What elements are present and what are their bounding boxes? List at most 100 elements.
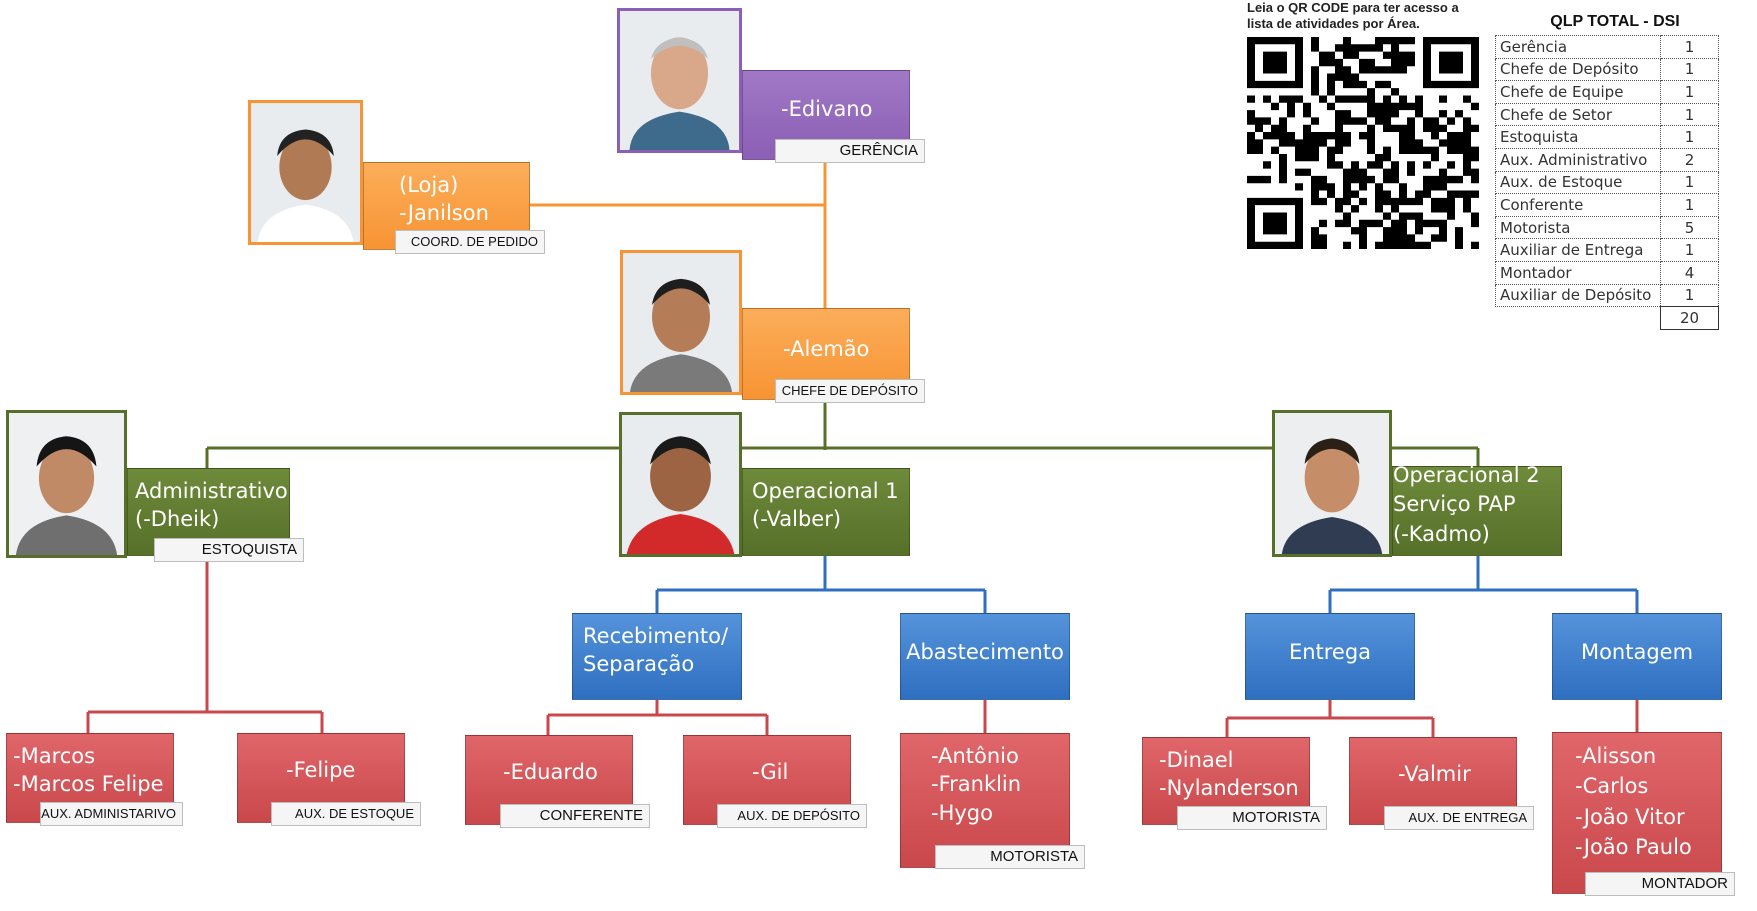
label-chefe-deposito: CHEFE DE DEPÓSITO [775,379,925,403]
photo-edivano [617,8,742,153]
qlp-count: 1 [1660,125,1719,149]
qlp-count: 1 [1660,170,1719,195]
node-operacional-2-title: Operacional 2 [1393,463,1540,487]
sector-montagem[interactable]: Montagem [1552,613,1722,700]
label-coord-pedido: COORD. DE PEDIDO [395,230,545,254]
qlp-role: Conferente [1495,193,1661,217]
staff-antonio-line-3: -Hygo [931,800,993,825]
staff-dinael-line-1: -Dinael [1159,748,1234,772]
qr-note-line-2: lista de atividades por Área. [1247,16,1420,31]
staff-marcos-line-2: -Marcos Felipe [13,772,164,797]
node-alemao-name: -Alemão [783,337,870,361]
photo-dheik [6,410,127,558]
staff-valmir[interactable]: -Valmir [1349,737,1517,825]
label-aux-entrega: AUX. DE ENTREGA [1384,806,1534,830]
label-gerencia: GERÊNCIA [775,139,925,163]
label-motorista-2: MOTORISTA [1177,806,1327,830]
photo-kadmo [1272,410,1392,557]
qlp-count: 5 [1660,215,1719,240]
sector-abastecimento-label: Abastecimento [906,640,1064,664]
qlp-role: Chefe de Equipe [1495,80,1661,104]
label-aux-administrativo: AUX. ADMINISTARIVO [40,802,183,826]
qlp-count: 1 [1660,238,1719,262]
label-aux-estoque: AUX. DE ESTOQUE [271,802,421,826]
staff-alisson[interactable]: -Alisson -Carlos -João Vitor -João Paulo [1552,732,1722,894]
qlp-role: Aux. Administrativo [1495,147,1661,172]
qlp-role: Estoquista [1495,125,1661,149]
sector-recebimento-line-2: Separação [583,652,695,677]
qlp-role: Chefe de Setor [1495,102,1661,127]
staff-antonio-line-2: -Franklin [931,772,1022,797]
node-janilson-name: -Janilson [399,201,489,226]
person-icon [251,103,360,242]
node-janilson-line-1: (Loja) [399,173,459,197]
node-operacional-1-name: (-Valber) [752,507,842,532]
qlp-role: Chefe de Depósito [1495,57,1661,82]
person-icon [1275,413,1389,554]
sector-recebimento-line-1: Recebimento/ [583,624,729,648]
sector-montagem-label: Montagem [1580,640,1694,664]
qlp-count: 1 [1660,57,1719,82]
qlp-count: 1 [1660,193,1719,217]
person-icon [9,413,124,555]
qlp-role: Gerência [1495,35,1661,59]
sector-entrega[interactable]: Entrega [1245,613,1415,700]
staff-dinael-line-2: -Nylanderson [1159,776,1299,801]
staff-alisson-line-3: -João Vitor [1575,804,1685,829]
photo-janilson [248,100,363,245]
staff-eduardo-name: -Eduardo [503,760,598,784]
label-aux-deposito: AUX. DE DEPÓSITO [717,804,867,828]
person-icon [620,11,739,150]
qlp-count: 1 [1660,80,1719,104]
staff-alisson-line-2: -Carlos [1575,774,1649,799]
qlp-total-spacer [1496,307,1661,330]
staff-alisson-line-4: -João Paulo [1575,835,1692,860]
node-edivano-name: -Edivano [781,97,873,121]
staff-marcos-line-1: -Marcos [13,744,96,768]
qlp-title: QLP TOTAL - DSI [1550,13,1680,30]
sector-recebimento-separacao[interactable]: Recebimento/ Separação [572,613,742,700]
sector-abastecimento[interactable]: Abastecimento [900,613,1070,700]
staff-valmir-name: -Valmir [1398,762,1471,786]
node-operacional-2-name: (-Kadmo) [1393,521,1490,546]
qlp-total-row: 20 [1496,306,1719,330]
sector-entrega-label: Entrega [1288,640,1372,664]
qlp-count: 4 [1660,260,1719,285]
photo-alemao [620,250,742,395]
qlp-total: 20 [1660,306,1719,330]
qlp-role: Auxiliar de Depósito [1495,283,1661,308]
qr-code-icon[interactable] [1247,37,1479,249]
qlp-count: 1 [1660,35,1719,59]
staff-alisson-line-1: -Alisson [1575,744,1657,768]
qlp-role: Auxiliar de Entrega [1495,238,1661,262]
label-estoquista: ESTOQUISTA [154,538,304,562]
node-administrativo-title: Administrativo [135,479,288,503]
label-motorista-1: MOTORISTA [935,845,1085,869]
staff-antonio-line-1: -Antônio [931,744,1019,768]
person-icon [622,415,739,554]
photo-valber [619,412,742,557]
qr-note-line-1: Leia o QR CODE para ter acesso a [1247,0,1459,15]
staff-felipe-name: -Felipe [286,758,356,782]
node-operacional-1[interactable]: Operacional 1 (-Valber) [742,468,910,556]
qlp-count: 1 [1660,102,1719,127]
qlp-role: Montador [1495,260,1661,285]
person-icon [623,253,739,392]
node-operacional-1-title: Operacional 1 [752,479,899,503]
staff-gil-name: -Gil [752,760,789,784]
node-operacional-2[interactable]: Operacional 2 Serviço PAP (-Kadmo) [1392,463,1562,556]
qlp-count: 1 [1660,283,1719,308]
